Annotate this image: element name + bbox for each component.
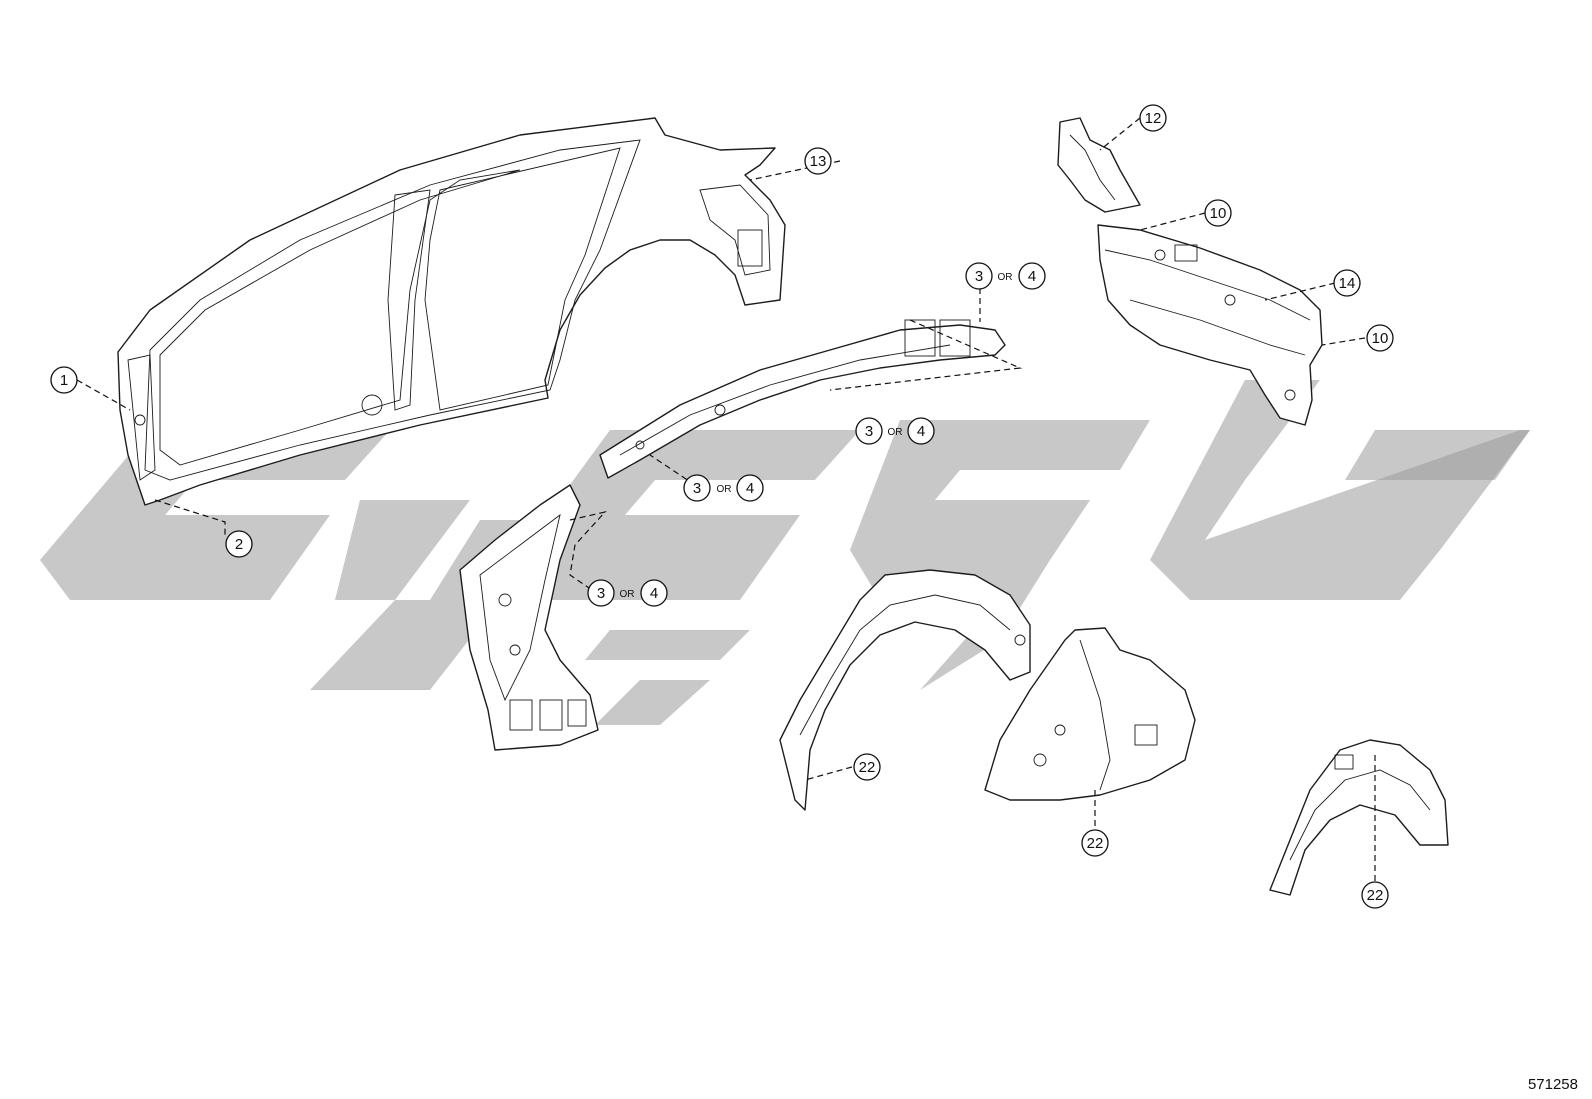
wheelhouse-rear-outer <box>1269 739 1449 896</box>
callout-2: 2 <box>225 530 253 558</box>
svg-text:12: 12 <box>1145 110 1162 127</box>
svg-text:4: 4 <box>917 423 925 440</box>
diagram-number: 571258 <box>1527 1076 1578 1093</box>
svg-text:4: 4 <box>1028 268 1036 285</box>
svg-text:4: 4 <box>650 585 658 602</box>
callout-3-or-4-top: 3 OR 4 <box>965 262 1046 290</box>
svg-text:10: 10 <box>1210 205 1227 222</box>
callout-22-right: 22 <box>1361 881 1389 909</box>
callout-3-or-4-center: 3 OR 4 <box>683 474 764 502</box>
callout-10-top: 10 <box>1204 199 1232 227</box>
callout-12: 12 <box>1139 104 1167 132</box>
svg-text:1: 1 <box>60 372 68 389</box>
svg-text:3: 3 <box>865 423 873 440</box>
svg-text:10: 10 <box>1372 330 1389 347</box>
wheelhouse-rear-inner <box>984 627 1196 801</box>
svg-text:3: 3 <box>597 585 605 602</box>
svg-text:OR: OR <box>717 484 732 495</box>
svg-text:4: 4 <box>746 480 754 497</box>
callout-3-or-4-bottom: 3 OR 4 <box>587 579 668 607</box>
svg-text:22: 22 <box>1367 887 1384 904</box>
svg-text:14: 14 <box>1339 275 1356 292</box>
callout-14: 14 <box>1333 269 1361 297</box>
svg-text:OR: OR <box>998 272 1013 283</box>
svg-text:2: 2 <box>235 536 243 553</box>
bracket-part-12 <box>1057 117 1141 213</box>
callout-1: 1 <box>50 366 78 394</box>
callout-10-bottom: 10 <box>1366 324 1394 352</box>
svg-text:22: 22 <box>1087 835 1104 852</box>
front-pillar-inner <box>459 484 599 751</box>
svg-text:3: 3 <box>693 480 701 497</box>
rear-panel <box>1097 224 1323 426</box>
svg-text:22: 22 <box>859 759 876 776</box>
svg-text:13: 13 <box>810 153 827 170</box>
wheelhouse-front <box>779 569 1031 811</box>
rocker-rail-inner <box>599 319 1006 479</box>
callout-22-front: 22 <box>853 753 881 781</box>
callout-22-middle: 22 <box>1081 829 1109 857</box>
svg-text:OR: OR <box>888 427 903 438</box>
callout-3-or-4-mid: 3 OR 4 <box>855 417 935 445</box>
side-body-outer-panel <box>117 117 786 506</box>
callout-13: 13 <box>804 147 832 175</box>
svg-text:3: 3 <box>975 268 983 285</box>
svg-text:OR: OR <box>620 589 635 600</box>
